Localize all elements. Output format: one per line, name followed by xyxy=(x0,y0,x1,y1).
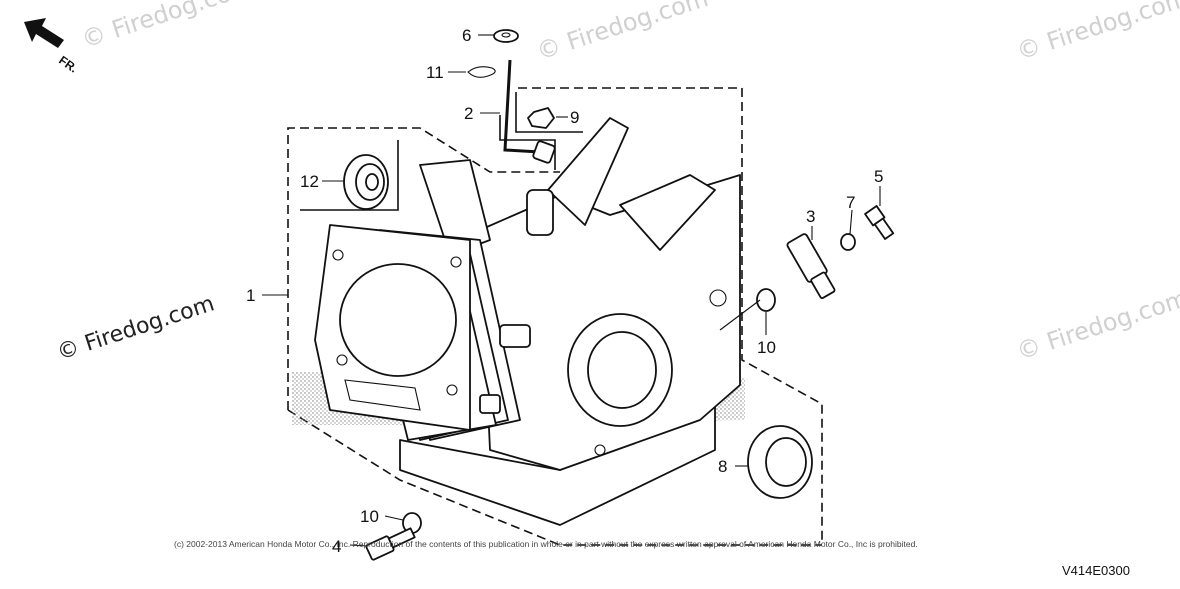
callout-9: 9 xyxy=(570,108,579,127)
breather-tube-line xyxy=(503,59,541,154)
callout-5: 5 xyxy=(874,167,883,186)
block-lug-2 xyxy=(479,394,501,414)
watermark-4: © Firedog.com xyxy=(1013,284,1180,366)
head-bolt-hole-2 xyxy=(450,256,462,268)
head-bolt-hole-1 xyxy=(332,249,344,261)
diagram-code: V414E0300 xyxy=(1062,563,1130,578)
callout-12: 12 xyxy=(300,172,319,191)
callout-10-bottom: 10 xyxy=(360,507,379,526)
breather-tube-end xyxy=(532,140,556,164)
oil-seal-inner xyxy=(765,437,807,487)
watermark-1: © Firedog.com xyxy=(78,0,256,54)
callout-3: 3 xyxy=(806,207,815,226)
breather-bracket xyxy=(499,115,556,170)
block-breather-boss xyxy=(526,189,554,236)
watermark-2: © Firedog.com xyxy=(533,0,711,66)
head-bolt-hole-3 xyxy=(336,354,348,366)
bearing-bore xyxy=(365,173,379,191)
drain-bolt-part xyxy=(864,205,895,240)
callout-8: 8 xyxy=(718,457,727,476)
leader-10-to-block xyxy=(719,299,761,331)
callout-4: 4 xyxy=(332,537,341,556)
cylinder-block xyxy=(314,117,741,526)
crank-housing-inner xyxy=(587,331,657,409)
washer-10-right-part xyxy=(756,288,776,312)
callout-2: 2 xyxy=(464,104,473,123)
clip-part xyxy=(467,66,496,78)
assembly-boundary-right xyxy=(518,87,823,540)
nut-part xyxy=(527,107,555,129)
leader-10-bottom xyxy=(384,515,404,521)
cylinder-bore xyxy=(339,263,457,377)
sealing-washer-part xyxy=(840,233,856,251)
callout-1: 1 xyxy=(246,286,255,305)
leader-4 xyxy=(349,544,369,547)
watermark-3: © Firedog.com xyxy=(1013,0,1180,66)
leader-7 xyxy=(849,209,853,235)
callout-labels: 1 2 3 4 5 6 7 8 9 10 10 11 12 xyxy=(246,26,883,556)
front-direction-indicator: FR. xyxy=(24,18,80,76)
bearing-bracket xyxy=(300,140,399,211)
copyright-notice: (c) 2002-2013 American Honda Motor Co., … xyxy=(174,539,918,549)
callout-11: 11 xyxy=(426,63,444,82)
flange-bolt-part xyxy=(365,527,416,561)
callout-6: 6 xyxy=(462,26,471,45)
block-lug-1 xyxy=(499,324,531,348)
mount-hole-2 xyxy=(594,444,606,456)
assembly-boundary-left xyxy=(287,127,560,410)
nut-bracket xyxy=(515,92,583,133)
flange-bolt-thread xyxy=(387,527,416,549)
assembly-boundary-bottom xyxy=(287,409,822,546)
front-arrow-icon xyxy=(24,18,64,48)
stud-bolt-part xyxy=(786,233,836,299)
front-label: FR. xyxy=(56,53,80,76)
callout-10-right: 10 xyxy=(757,338,776,357)
head-port xyxy=(344,379,421,411)
block-top-arm xyxy=(547,117,629,226)
watermark-5: © Firedog.com xyxy=(54,291,217,365)
block-right-arm xyxy=(619,174,716,251)
washer-6-part xyxy=(493,29,519,43)
bearing-part xyxy=(343,154,389,210)
breather-tube-part xyxy=(503,59,556,164)
mount-hole-1 xyxy=(709,289,727,307)
drain-bolt-thread xyxy=(873,217,895,240)
head-bolt-hole-4 xyxy=(446,384,458,396)
stud-thread xyxy=(810,271,836,299)
leader-lines xyxy=(262,34,881,547)
callout-7: 7 xyxy=(846,193,855,212)
washer-6-hole xyxy=(501,32,511,38)
block-left-boss xyxy=(419,159,491,256)
